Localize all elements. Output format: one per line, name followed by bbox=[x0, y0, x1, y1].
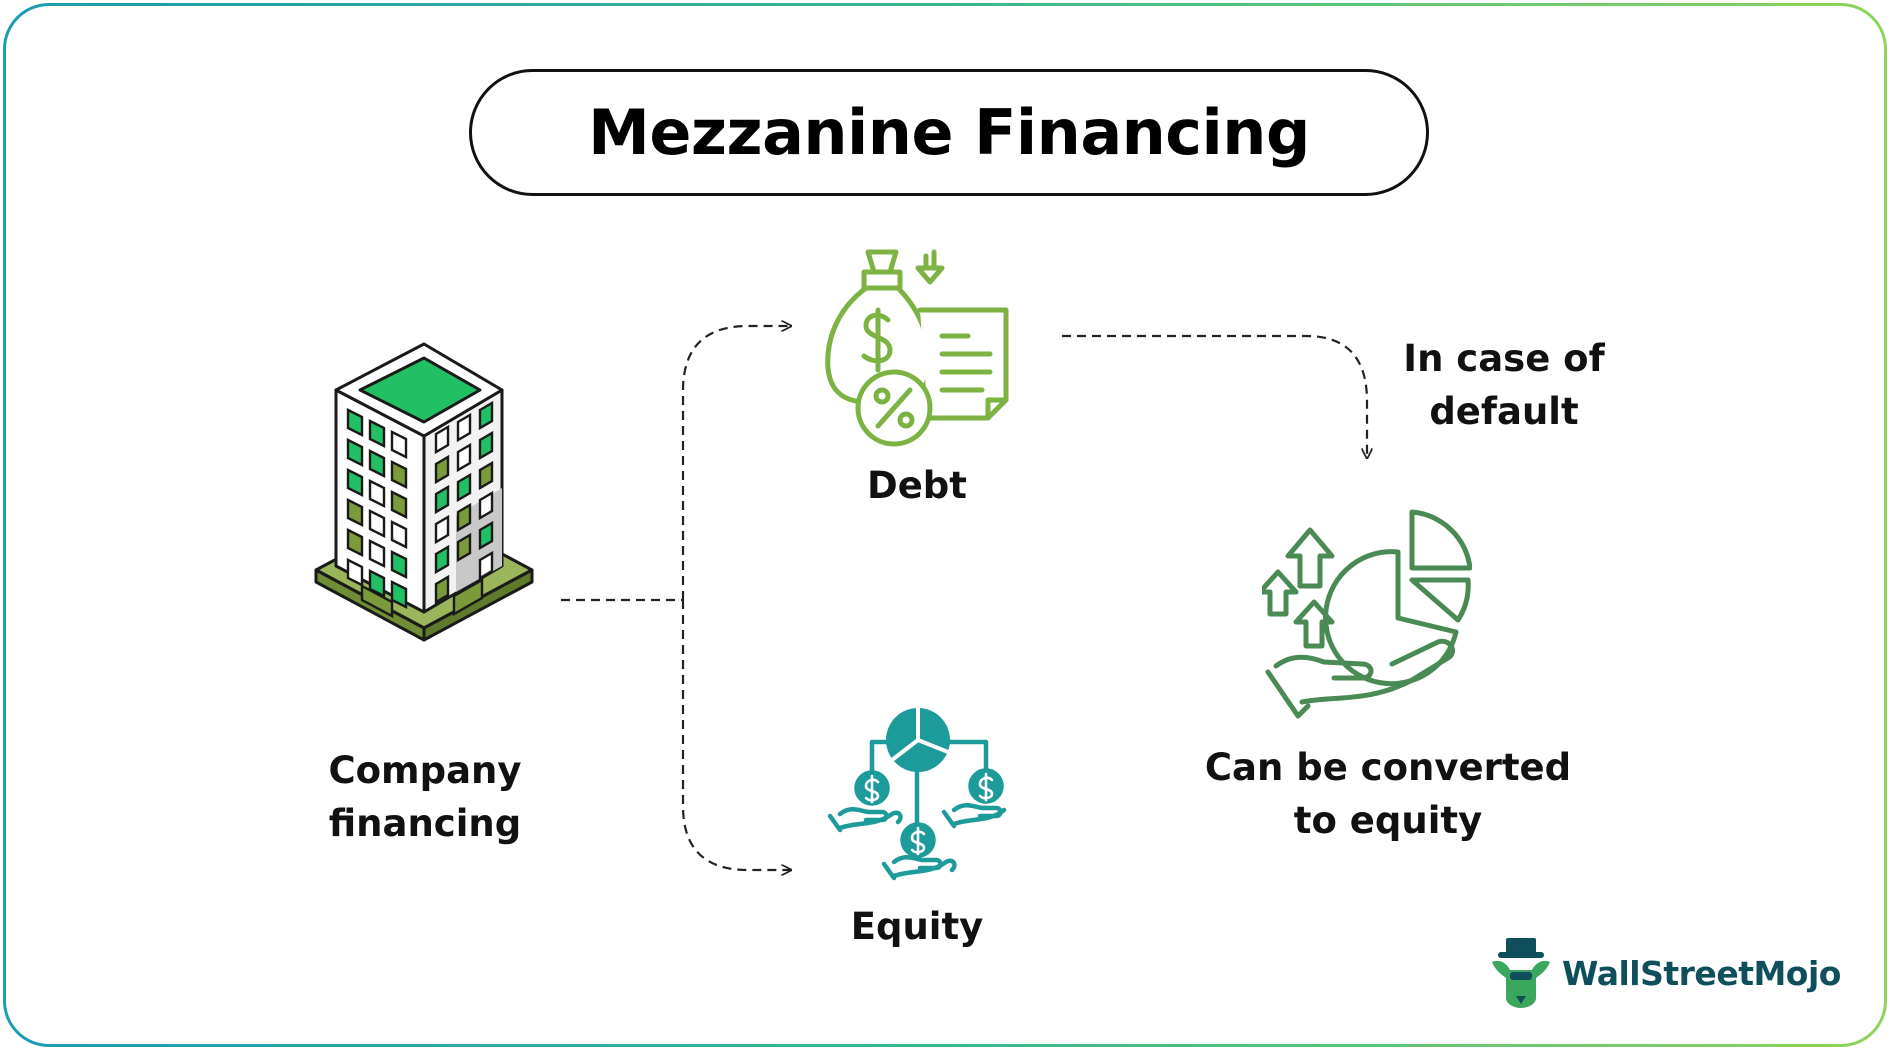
pie-chart-hands-icon bbox=[827, 708, 1007, 881]
money-bag-invoice-percent-icon bbox=[825, 249, 1009, 447]
convert-to-equity-label: Can be converted to equity bbox=[1188, 741, 1588, 847]
default-label-line1: In case of bbox=[1403, 337, 1605, 380]
canvas: Mezzanine Financing bbox=[6, 6, 1884, 1044]
convert-label-line1: Can be converted bbox=[1204, 746, 1572, 789]
frame-border: Mezzanine Financing bbox=[3, 3, 1887, 1047]
convert-label-line2: to equity bbox=[1293, 799, 1483, 842]
wsm-mascot-icon bbox=[1492, 938, 1550, 1008]
connector-to-equity bbox=[681, 600, 791, 870]
default-label-line2: default bbox=[1429, 390, 1579, 433]
debt-label: Debt bbox=[867, 464, 967, 507]
company-label-line1: Company bbox=[328, 749, 522, 792]
flow-connectors bbox=[561, 6, 1884, 1044]
brand-logo: WallStreetMojo bbox=[1488, 936, 1841, 1010]
connector-debt-to-convert bbox=[1062, 334, 1367, 458]
equity-label: Equity bbox=[850, 905, 984, 948]
brand-name: WallStreetMojo bbox=[1562, 953, 1841, 993]
building-windows-right bbox=[434, 400, 494, 605]
office-building-icon bbox=[314, 342, 534, 642]
default-condition-label: In case of default bbox=[1384, 332, 1624, 438]
page-title: Mezzanine Financing bbox=[588, 96, 1310, 169]
pie-chart-hand-arrows-icon bbox=[1262, 509, 1472, 719]
company-label-line2: financing bbox=[328, 802, 522, 845]
connector-to-debt bbox=[681, 326, 791, 600]
company-financing-label: Company financing bbox=[266, 744, 584, 850]
building-windows-left bbox=[346, 408, 408, 609]
title-pill: Mezzanine Financing bbox=[469, 69, 1429, 196]
